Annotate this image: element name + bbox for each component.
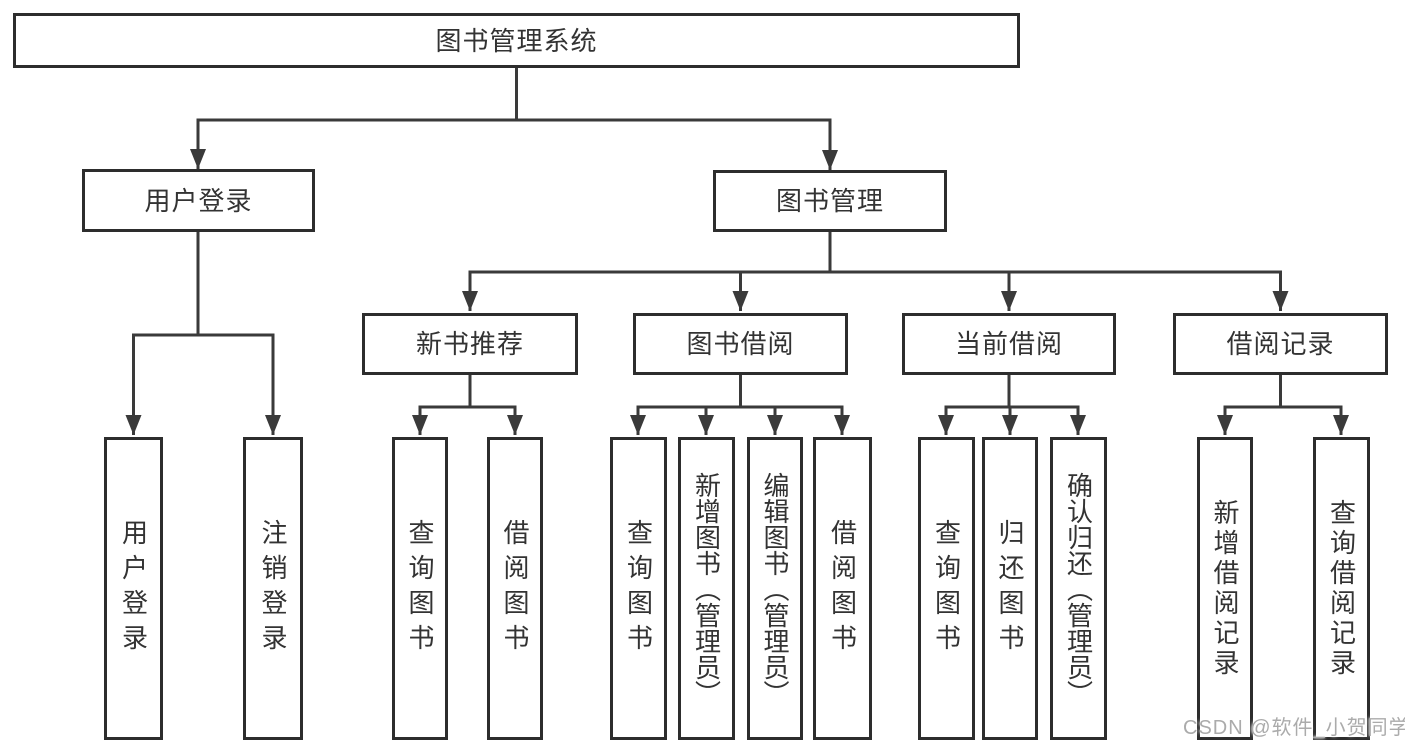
leaf-return-books: 归还图书 — [982, 437, 1038, 740]
leaf-query-books-recommend: 查询图书 — [392, 437, 448, 740]
leaf-add-borrow-record: 新增借阅记录 — [1197, 437, 1253, 740]
leaf-add-books-admin: 新增图书（管理员） — [678, 437, 735, 740]
leaf-edit-books-admin: 编辑图书（管理员） — [747, 437, 803, 740]
leaf-query-books-current: 查询图书 — [918, 437, 975, 740]
leaf-user-login: 用户登录 — [104, 437, 163, 740]
leaf-borrow-books-recommend: 借阅图书 — [487, 437, 543, 740]
node-book-management: 图书管理 — [713, 170, 947, 232]
node-current-borrow: 当前借阅 — [902, 313, 1116, 375]
node-new-book-recommend: 新书推荐 — [362, 313, 578, 375]
node-book-borrow: 图书借阅 — [633, 313, 848, 375]
leaf-query-books-borrow: 查询图书 — [610, 437, 667, 740]
leaf-logout: 注销登录 — [243, 437, 303, 740]
leaf-borrow-books: 借阅图书 — [813, 437, 872, 740]
csdn-watermark: CSDN @软件_小贺同学 — [1183, 717, 1405, 739]
node-borrow-records: 借阅记录 — [1173, 313, 1388, 375]
node-root-library-system: 图书管理系统 — [13, 13, 1020, 68]
leaf-query-borrow-record: 查询借阅记录 — [1313, 437, 1370, 740]
leaf-confirm-return-admin: 确认归还（管理员） — [1050, 437, 1107, 740]
node-user-login: 用户登录 — [82, 169, 315, 232]
